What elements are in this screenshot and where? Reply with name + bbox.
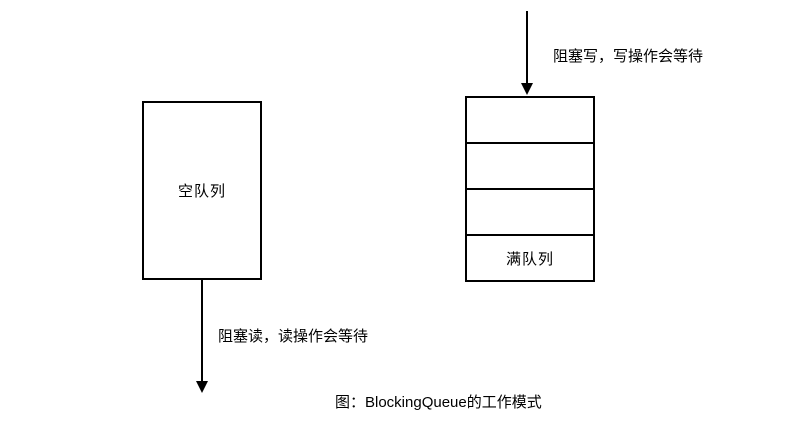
read-arrow-head [196,381,208,393]
queue-cell-empty-1 [467,98,593,144]
queue-cell-empty-3 [467,190,593,236]
empty-queue-box: 空队列 [142,101,262,280]
full-queue-cell: 满队列 [467,236,593,280]
write-arrow-label: 阻塞写，写操作会等待 [553,48,704,65]
full-queue-stack: 满队列 [465,96,595,282]
read-arrow-line [201,280,203,381]
read-arrow-label: 阻塞读，读操作会等待 [218,328,369,345]
full-queue-label: 满队列 [505,250,554,268]
queue-cell-empty-2 [467,144,593,190]
write-arrow-line [526,11,528,83]
write-arrow-head [521,83,533,95]
diagram-caption: 图：BlockingQueue的工作模式 [335,394,542,411]
empty-queue-label: 空队列 [177,183,226,200]
